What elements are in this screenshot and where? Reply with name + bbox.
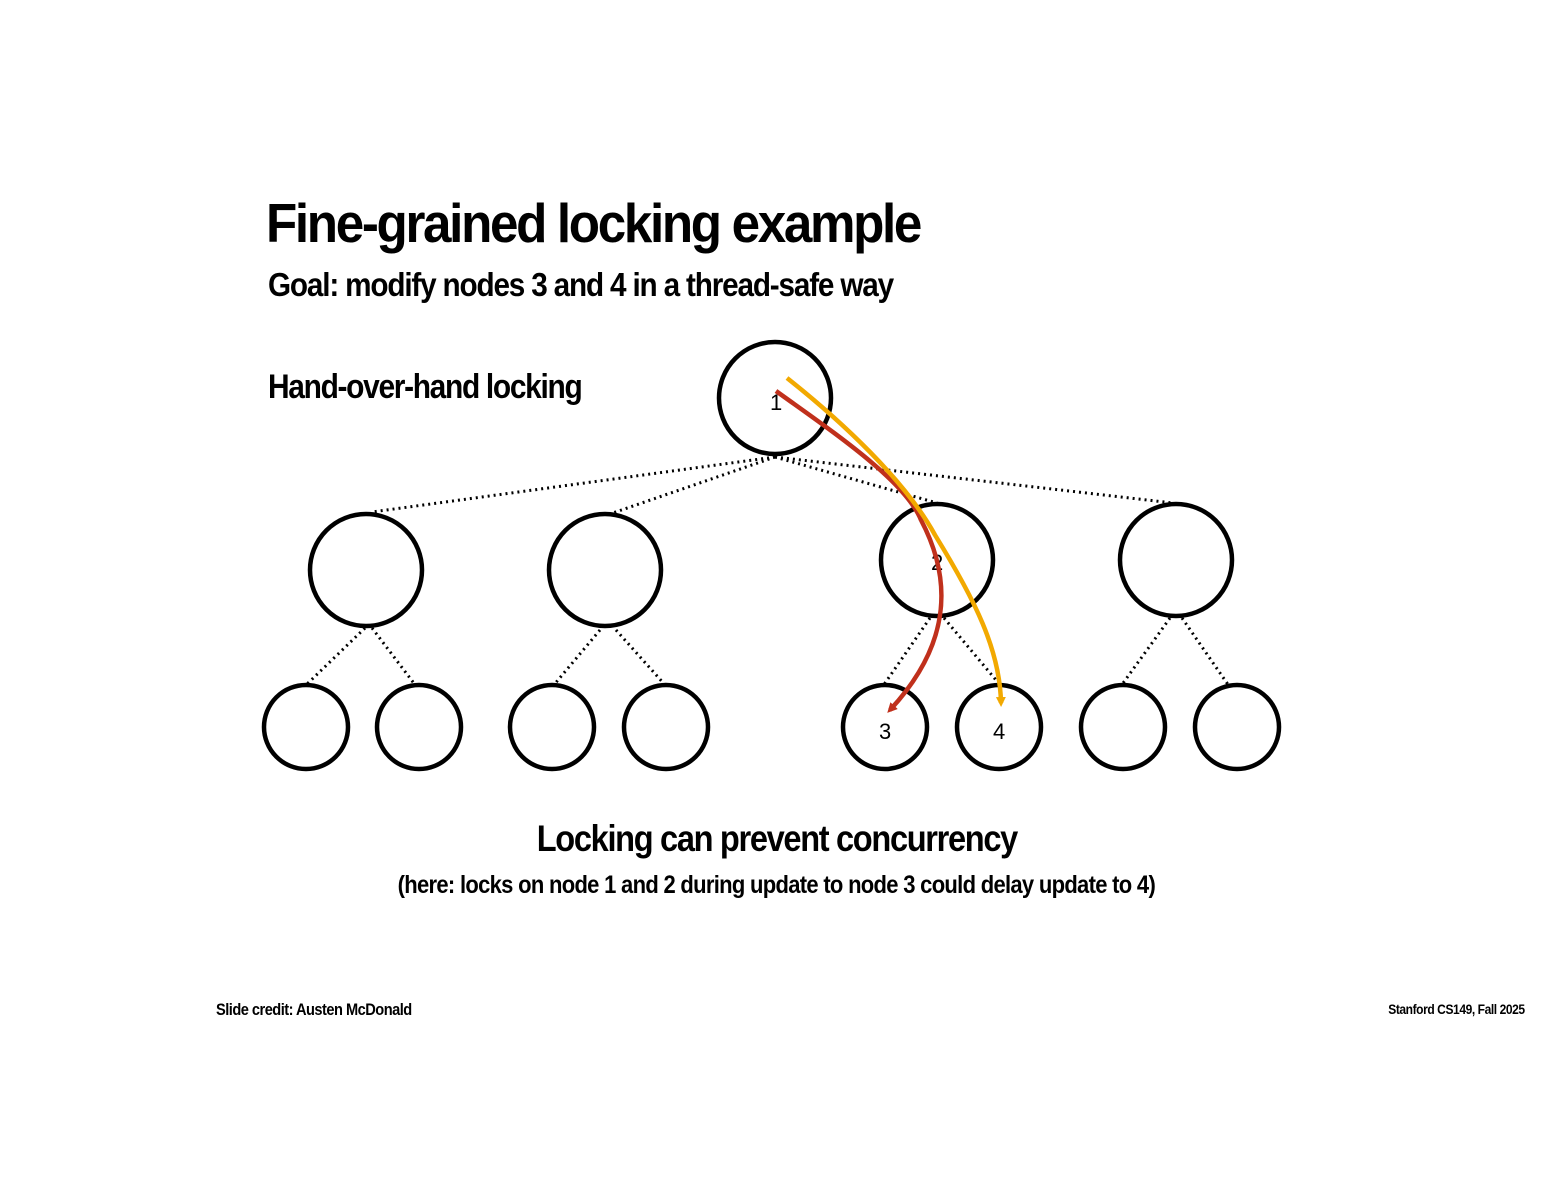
edge-d-l7 (1119, 617, 1172, 687)
node-level2-d (1117, 501, 1235, 619)
edge-1-b (606, 455, 776, 517)
node-3-label: 3 (879, 719, 891, 744)
node-4-label: 4 (993, 719, 1005, 744)
path-to-node-3 (774, 389, 944, 713)
edge-a-l1 (303, 626, 367, 688)
edge-1-2 (774, 455, 938, 505)
edge-d-l8 (1180, 617, 1231, 687)
node-3 (840, 682, 930, 772)
node-leaf-8 (1192, 682, 1282, 772)
node-level2-b (546, 511, 664, 629)
edges-leaves (303, 617, 1231, 688)
edge-1-a (371, 455, 776, 514)
node-leaf-3 (507, 682, 597, 772)
edge-b-l4 (614, 629, 668, 687)
edges-root (371, 455, 1174, 517)
node-leaf-4 (621, 682, 711, 772)
node-leaf-7 (1078, 682, 1168, 772)
node-leaf-1 (261, 682, 351, 772)
edge-1-d (774, 455, 1174, 505)
caption: Locking can prevent concurrency (0, 820, 1553, 857)
node-1-label: 1 (770, 390, 782, 415)
slide-title: Fine-grained locking example (266, 192, 922, 254)
technique-label: Hand-over-hand locking (268, 368, 583, 406)
caption-detail: (here: locks on node 1 and 2 during upda… (0, 873, 1553, 898)
edge-b-l3 (551, 629, 602, 687)
slide-subtitle: Goal: modify nodes 3 and 4 in a thread-s… (268, 266, 894, 303)
node-leaf-2 (374, 682, 464, 772)
caption-text: Locking can prevent concurrency (536, 818, 1018, 859)
node-1 (716, 339, 834, 457)
caption-detail-text: (here: locks on node 1 and 2 during upda… (397, 871, 1156, 899)
edge-2-3 (881, 617, 932, 687)
node-level2-a (307, 511, 425, 629)
path-to-node-4 (785, 376, 1006, 707)
edge-a-l2 (370, 627, 418, 687)
edge-2-4 (942, 617, 1003, 687)
slide-credit: Slide credit: Austen McDonald (216, 1000, 412, 1019)
course-label: Stanford CS149, Fall 2025 (1388, 1001, 1526, 1017)
